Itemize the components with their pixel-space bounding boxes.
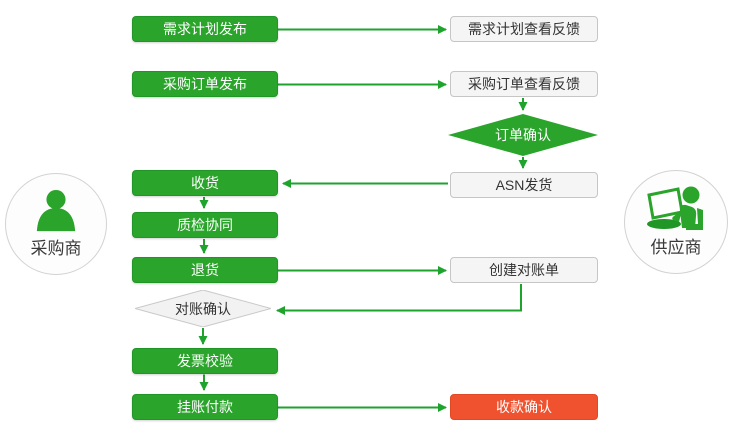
node-po-feedback-label: 采购订单查看反馈 [468, 76, 580, 92]
node-demand-publish-label: 需求计划发布 [163, 21, 247, 37]
actor-supplier: 供应商 [624, 170, 728, 274]
actor-supplier-label: 供应商 [650, 238, 702, 257]
node-asn-ship: ASN发货 [450, 172, 598, 198]
node-asn-ship-label: ASN发货 [495, 177, 553, 193]
node-demand-feedback-label: 需求计划查看反馈 [468, 21, 580, 37]
node-po-publish: 采购订单发布 [132, 71, 278, 97]
node-receipt-confirm-label: 收款确认 [496, 399, 552, 415]
node-order-confirm-label: 订单确认 [495, 127, 551, 143]
node-order-confirm: 订单确认 [448, 114, 598, 156]
person-icon [36, 189, 76, 232]
node-return-goods-label: 退货 [191, 262, 219, 278]
node-statement-confirm: 对账确认 [135, 290, 271, 327]
node-receive-goods-label: 收货 [191, 175, 219, 191]
node-demand-feedback: 需求计划查看反馈 [450, 16, 598, 42]
node-po-publish-label: 采购订单发布 [163, 76, 247, 92]
node-receive-goods: 收货 [132, 170, 278, 196]
node-statement-confirm-label: 对账确认 [175, 300, 231, 317]
actor-buyer-label: 采购商 [30, 239, 82, 258]
actor-buyer: 采购商 [5, 173, 107, 275]
person-laptop-icon [647, 186, 703, 230]
node-create-statement: 创建对账单 [450, 257, 598, 283]
node-invoice-verify-label: 发票校验 [177, 353, 233, 369]
node-payment: 挂账付款 [132, 394, 278, 420]
node-receipt-confirm: 收款确认 [450, 394, 598, 420]
diamond-shape [448, 114, 598, 156]
node-quality-check: 质检协同 [132, 212, 278, 238]
node-create-statement-label: 创建对账单 [489, 262, 559, 278]
node-demand-publish: 需求计划发布 [132, 16, 278, 42]
node-quality-check-label: 质检协同 [177, 217, 233, 233]
diamond-shape [135, 290, 271, 327]
node-po-feedback: 采购订单查看反馈 [450, 71, 598, 97]
node-return-goods: 退货 [132, 257, 278, 283]
arrow-create-statement-to-statement-confirm [276, 284, 522, 315]
node-payment-label: 挂账付款 [177, 399, 233, 415]
node-invoice-verify: 发票校验 [132, 348, 278, 374]
